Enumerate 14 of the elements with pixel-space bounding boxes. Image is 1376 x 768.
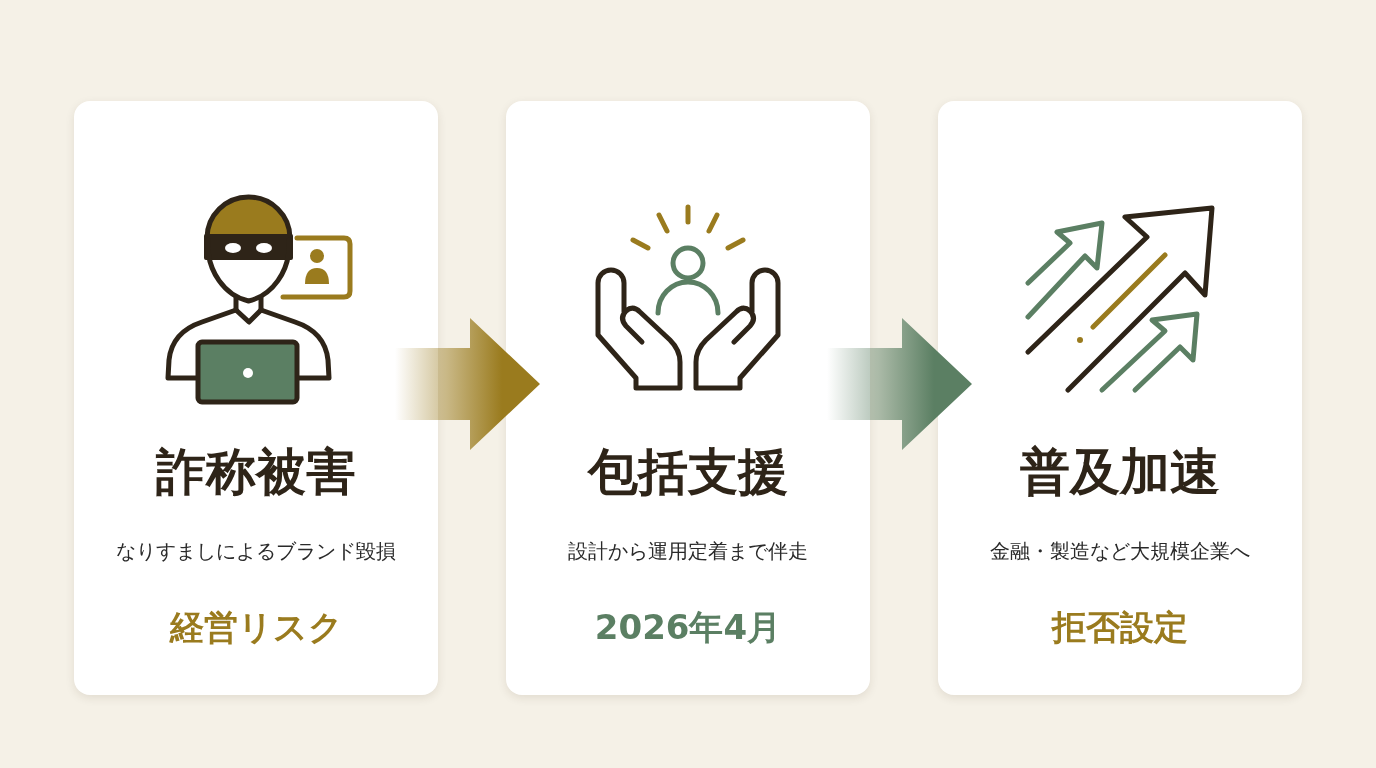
card-tag: 2026年4月 [594,605,782,649]
card-heading: 普及加速 [1020,441,1220,503]
card-subtitle: なりすましによるブランド毀損 [116,538,396,565]
card-tag: 拒否設定 [1052,605,1188,649]
gradient-arrow [827,318,972,450]
card-tag: 経営リスク [169,605,343,649]
card-subtitle: 設計から運用定着まで伴走 [568,538,808,565]
card-heading: 詐称被害 [156,441,356,503]
card-subtitle: 金融・製造など大規模企業へ [990,538,1250,565]
card [506,101,870,695]
card [74,101,438,695]
card [938,101,1302,695]
gradient-arrow [395,318,540,450]
card-heading: 包括支援 [588,441,788,503]
